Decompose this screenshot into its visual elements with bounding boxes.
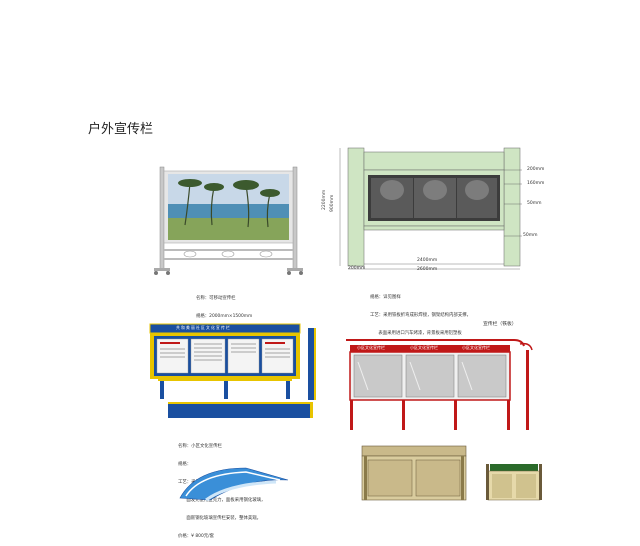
dim-label: 2400mm bbox=[417, 258, 438, 263]
caption-line: 名称：小区文化宣传栏 bbox=[178, 444, 222, 449]
dim-label: 2600mm bbox=[417, 267, 438, 272]
steel-board-banner-2: 小区文化宣传栏 bbox=[410, 345, 438, 350]
dim-label: 160mm bbox=[527, 181, 545, 186]
community-board-figure bbox=[149, 323, 316, 418]
steel-board-banner-3: 小区文化宣传栏 bbox=[462, 345, 490, 350]
caption-line: 规格：2000mm×1500mm bbox=[196, 314, 253, 319]
steel-board-figure bbox=[346, 339, 533, 430]
board-header-text: 共 和 美 丽 社 区 文 化 宣 传 栏 bbox=[176, 325, 230, 330]
caption-line: 规格：详见图样 bbox=[370, 295, 401, 300]
dim-label: 2200mm bbox=[322, 189, 327, 210]
caption-line: 价格：¥ 800元/套 bbox=[178, 534, 215, 539]
caption-line: 表面采用进口汽车烤漆，背景板采用铝塑板 bbox=[370, 331, 462, 336]
wall-display-case-figure bbox=[339, 147, 522, 270]
caption-line: 面嵌钢化玻璃宣传栏安装，整体美观。 bbox=[178, 516, 262, 521]
mobile-billboard-figure bbox=[154, 166, 303, 275]
cabinet-board-figure bbox=[361, 445, 467, 501]
caption-line: 规格： bbox=[178, 462, 192, 467]
page-title: 户外宣传栏 bbox=[88, 122, 154, 137]
dim-label: 200mm bbox=[348, 266, 366, 271]
steel-board-label: 宣传栏（铁板） bbox=[483, 322, 517, 327]
steel-board-banner-1: 小区文化宣传栏 bbox=[357, 345, 385, 350]
dim-label: 200mm bbox=[527, 167, 545, 172]
caption-line: 名称：可移动宣传栏 bbox=[196, 296, 236, 301]
curved-canopy-figure bbox=[179, 467, 289, 502]
dim-label: 50mm bbox=[527, 201, 542, 206]
dim-label: 900mm bbox=[330, 194, 335, 212]
small-tan-board-figure bbox=[486, 464, 542, 501]
caption-line: 工艺：采用铁板折弯成形焊接，钢架结构内部支撑， bbox=[370, 313, 471, 318]
dim-label: 50mm bbox=[523, 233, 538, 238]
